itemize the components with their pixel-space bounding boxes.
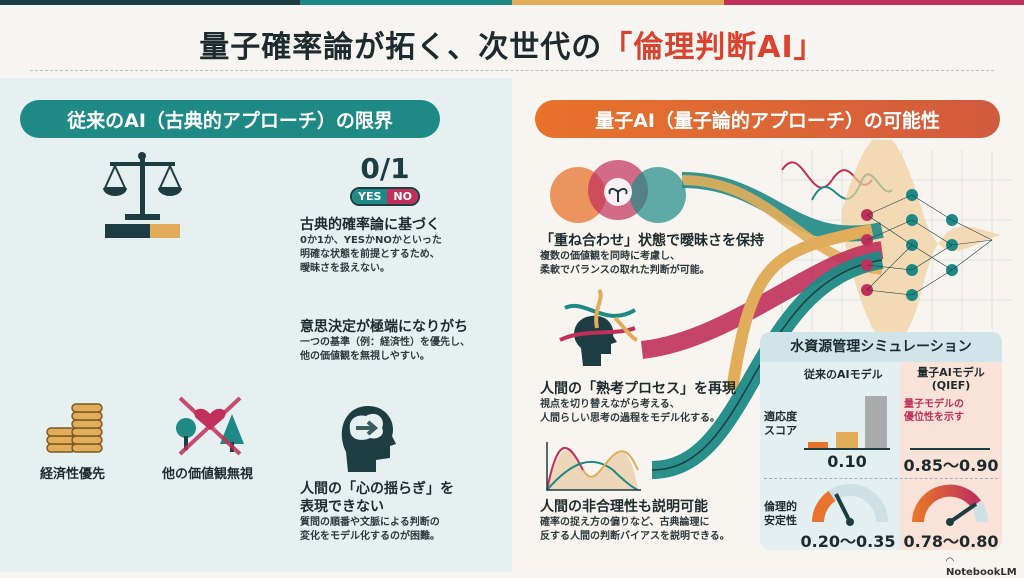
bar-baseline bbox=[804, 448, 890, 450]
gauge-classic bbox=[812, 484, 888, 526]
left-point-1: 古典的確率論に基づく 0か1か、YESかNOかといった明確な状態を前提とするため… bbox=[300, 217, 442, 274]
ethic-classic-value: 0.20〜0.35 bbox=[800, 532, 896, 550]
binary-value: 0/1 bbox=[360, 152, 410, 185]
head-arrow-icon bbox=[341, 406, 396, 472]
classic-model-label: 従来のAIモデル bbox=[804, 368, 883, 381]
bar-2 bbox=[836, 432, 858, 448]
top-color-strip bbox=[0, 0, 1024, 5]
left-point-2: 意思決定が極端になりがち 一つの基準（例：経済性）を優先し、他の価値観を無視しや… bbox=[300, 319, 470, 362]
right-point-1: 「重ね合わせ」状態で曖昧さを保持 複数の価値観を同時に考慮し、柔軟でバランスの取… bbox=[540, 233, 764, 276]
adapt-classic-value: 0.10 bbox=[827, 452, 867, 471]
left-panel-bg bbox=[0, 78, 512, 572]
quantum-model-label: 量子AIモデル(QIEF) bbox=[917, 366, 985, 392]
quantum-baseline bbox=[910, 448, 990, 450]
scale-icon bbox=[103, 152, 182, 238]
page-title: 量子確率論が拓く、次世代の「倫理判断AI」 bbox=[199, 30, 825, 65]
gauge-quantum bbox=[912, 484, 988, 526]
ignore-label: 他の価値観無視 bbox=[162, 467, 254, 482]
simulation-title: 水資源管理シミュレーション bbox=[760, 332, 1002, 362]
row-divider bbox=[764, 478, 998, 479]
right-point-2: 人間の「熟考プロセス」を再現 視点を切り替えながら考える、人間らしい思考の過程を… bbox=[540, 381, 736, 424]
crossed-values-icon bbox=[176, 396, 244, 456]
bar-3 bbox=[865, 396, 887, 448]
left-header: 従来のAI（古典的アプローチ）の限界 bbox=[20, 100, 440, 138]
right-header: 量子AI（量子論的アプローチ）の可能性 bbox=[535, 100, 1000, 138]
flow-ribbons bbox=[640, 140, 1012, 479]
ethic-row-label: 倫理的安定性 bbox=[764, 500, 797, 527]
simulation-panel: 水資源管理シミュレーション 従来のAIモデル 量子AIモデル(QIEF) 適応度… bbox=[760, 332, 1002, 550]
right-point-3: 人間の非合理性も説明可能 確率の捉え方の偏りなど、古典論理に反する人間の判断バイ… bbox=[540, 499, 730, 542]
adapt-quantum-value: 0.85〜0.90 bbox=[903, 456, 999, 475]
divider bbox=[30, 70, 994, 71]
distribution-chart-icon bbox=[546, 442, 641, 491]
left-point-3: 人間の「心の揺らぎ」を表現できない 質問の順番や文脈による判断の変化をモデル化す… bbox=[300, 481, 454, 542]
superposition-circles-icon bbox=[550, 160, 686, 223]
no-badge: NO bbox=[387, 189, 418, 204]
ethic-quantum-value: 0.78〜0.80 bbox=[903, 532, 999, 550]
brand-label: ◠ NotebookLM bbox=[946, 556, 1017, 578]
yes-badge: YES bbox=[352, 189, 388, 204]
adapt-row-label: 適応度スコア bbox=[764, 410, 797, 437]
economy-label: 経済性優先 bbox=[40, 467, 106, 482]
bar-1 bbox=[808, 442, 828, 448]
coins-icon bbox=[46, 403, 103, 453]
thinking-head-icon bbox=[559, 288, 638, 366]
advantage-note: 量子モデルの優位性を示す bbox=[904, 399, 964, 423]
